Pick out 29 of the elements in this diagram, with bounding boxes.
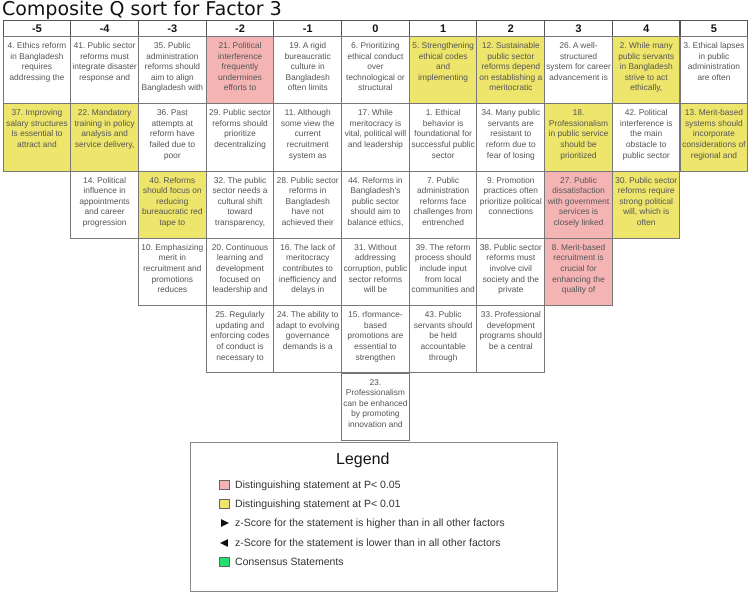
statement-cell: 4. Ethics reform in Bangladesh requires addressing the — [2, 36, 72, 104]
column-header: 5 — [680, 20, 748, 37]
column-header: 4 — [612, 20, 680, 37]
statement-cell: 22. Mandatory training in policy analysis and service delivery, — [70, 103, 139, 172]
statement-cell: 13. Merit-based systems should incorporate considerations of regional and — [680, 103, 748, 172]
statement-cell: 21. Political interference frequently undermines efforts to — [206, 36, 274, 104]
statement-cell: 30. Public sector reforms require strong political will, which is often — [612, 170, 680, 239]
legend-label: Distinguishing statement at P< 0.01 — [235, 498, 400, 510]
statement-cell: 27. Public dissatisfaction with government services is closely linked — [544, 170, 613, 239]
statement-cell: 33. Professional development programs should be a central — [476, 305, 546, 374]
legend-label: Consensus Statements — [235, 556, 344, 568]
statement-cell: 3. Ethical lapses in public administration are often — [680, 36, 748, 104]
statement-cell: 37. Improving salary structures Is essential to attract and — [2, 103, 72, 172]
statement-cell: 14. Political influence in appointments and career progression — [70, 170, 139, 239]
statement-cell: 10. Emphasizing merit in recruitment and promotions reduces — [138, 238, 207, 306]
legend-label: z-Score for the statement is lower than in all other factors — [235, 536, 501, 549]
legend-label: Distinguishing statement at P< 0.05 — [235, 479, 400, 491]
statement-cell: 40. Reforms should focus on reducing bureaucratic red tape to — [138, 170, 207, 239]
statement-cell: 23. Professionalism can be enhanced by promoting innovation and — [341, 372, 410, 441]
statement-cell: 2. While many public servants in Bangladesh strive to act ethically, — [612, 36, 680, 104]
legend-label: z-Score for the statement is higher than in all other factors — [235, 517, 505, 530]
statement-cell: 18. Professionalism in public service should be prioritized — [544, 103, 613, 172]
statement-cell: 12. Sustainable public sector reforms depend on establishing a meritocratic — [476, 36, 546, 104]
statement-cell: 5. Strengthening ethical codes and implementing — [408, 36, 478, 104]
legend-title: Legend — [336, 451, 390, 469]
chart-title: Composite Q sort for Factor 3 — [2, 0, 282, 20]
statement-cell: 8. Merit-based recruitment is crucial for enhancing the quality of — [544, 238, 613, 306]
column-header: -5 — [2, 20, 72, 37]
statement-cell: 25. Regularly updating and enforcing codes of conduct is necessary to — [206, 305, 274, 374]
